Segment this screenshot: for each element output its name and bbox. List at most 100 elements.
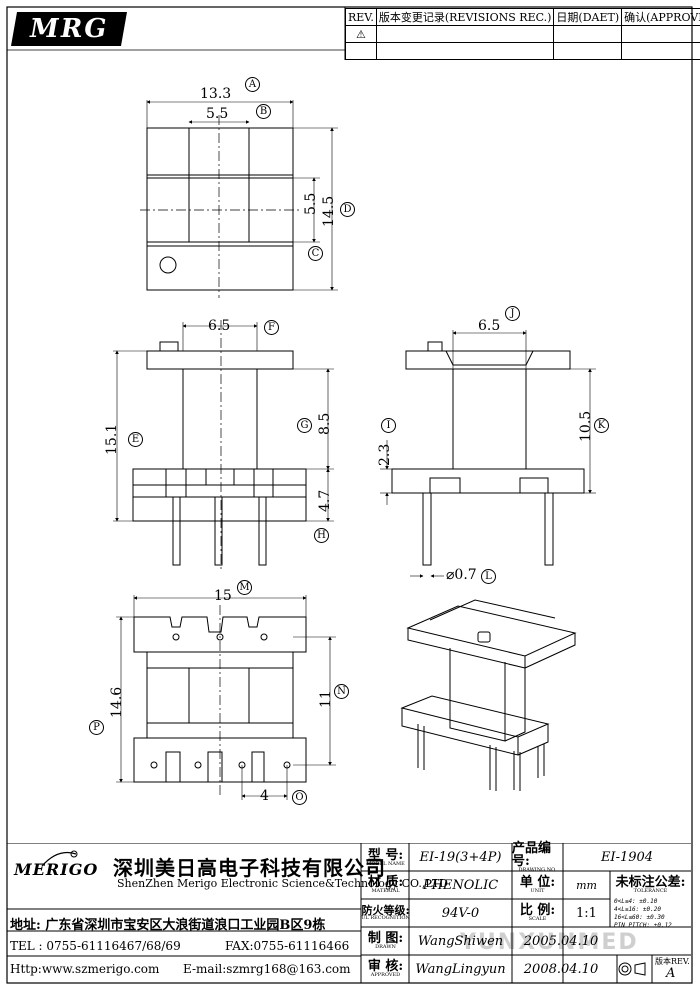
top-view (140, 100, 338, 298)
projection-symbol-icon (618, 962, 646, 976)
dim-10-5: 10.5 (578, 410, 594, 442)
marker-k: K (594, 418, 609, 433)
dim-6-5-front: 6.5 (208, 318, 231, 334)
company-address: 地址: 广东省深圳市宝安区大浪街道浪口工业园B区9栋 (10, 918, 326, 933)
title-block (7, 843, 691, 983)
drawing-sub: DRAWING NO. (518, 867, 557, 873)
model-label: 型 号: (367, 847, 404, 863)
marker-o: O (292, 790, 307, 805)
drawing-label-cell: 产品编号: DRAWING NO. (512, 841, 563, 873)
company-http: Http:www.szmerigo.com (10, 962, 160, 976)
dim-5-5-top: 5.5 (206, 106, 229, 122)
front-view (113, 320, 334, 570)
revision-row (345, 42, 700, 60)
scale-label: 比 例: (519, 903, 556, 918)
unit-label: 单 位: (519, 875, 556, 890)
approved-value: WangLingyun (415, 961, 506, 977)
marker-c: C (308, 246, 323, 261)
bottom-view (116, 595, 336, 800)
scale-value: 1:1 (576, 905, 597, 921)
tolerance-row: 0<L≤4: ±0.10 (614, 898, 658, 905)
marker-d: D (340, 202, 355, 217)
drawn-label: 制 图: (367, 931, 404, 946)
marker-a: A (245, 77, 260, 92)
approved-date: 2008.04.10 (523, 961, 599, 977)
model-sub: MODEL NAME (366, 860, 405, 867)
dim-14-5: 14.5 (321, 195, 337, 227)
model-value: EI-19(3+4P) (419, 850, 502, 865)
marker-h: H (314, 528, 329, 543)
material-label: 材 质: (367, 875, 404, 890)
unit-value: mm (576, 878, 597, 892)
dim-0-7: ⌀0.7 (446, 567, 477, 583)
marker-g: G (297, 418, 312, 433)
ul-label-cell: 防火等级: UL RECOGNITION (361, 899, 410, 927)
drawn-sub: DRAWN (375, 944, 396, 950)
rev-label: 版本REV. (655, 957, 690, 966)
marker-n: N (334, 684, 349, 699)
approved-sub: APPROVED (370, 972, 401, 978)
drawn-date: 2005.04.10 (523, 933, 599, 949)
drawing-value: EI-1904 (600, 850, 654, 865)
marker-j: J (505, 306, 520, 321)
ul-sub: UL RECOGNITION (361, 915, 410, 921)
marker-b: B (256, 104, 271, 119)
dim-6-5-side: 6.5 (478, 318, 501, 334)
model-label-cell: 型 号: MODEL NAME (361, 843, 410, 872)
company-name-cn: 深圳美日高电子科技有限公司 (113, 856, 386, 880)
tolerance-row: 16<L≤60: ±0.30 (614, 914, 665, 921)
drawn-label-cell: 制 图: DRAWN (361, 927, 410, 955)
dim-14-6: 14.6 (109, 686, 125, 718)
rev-value: A (666, 966, 676, 981)
dim-11: 11 (318, 690, 334, 708)
ul-label: 防火等级: (361, 904, 410, 917)
marker-i: I (381, 418, 396, 433)
dim-4-7: 4.7 (317, 489, 333, 512)
dim-8-5: 8.5 (317, 412, 333, 435)
drawn-value: WangShiwen (417, 933, 504, 949)
drawing-label: 产品编号: (512, 841, 552, 869)
approved-label-cell: 审 核: APPROVED (361, 955, 410, 983)
rev-cell (621, 42, 700, 60)
scale-sub: SCALE (528, 916, 547, 922)
dim-5-5-side: 5.5 (303, 192, 319, 215)
marker-f: F (264, 320, 279, 335)
merigo-logo: MERIGO (14, 860, 99, 879)
dim-2-3: 2.3 (377, 443, 393, 466)
revision-table: REV. 版本变更记录(REVISIONS REC.) 日期(DAET) 确认(… (345, 8, 700, 60)
rev-approved-header: 确认(APPROVED) (621, 8, 700, 26)
tolerance-label: 未标注公差: (615, 875, 686, 890)
company-fax: FAX:0755-61116466 (225, 939, 350, 953)
ul-value: 94V-0 (441, 905, 480, 921)
scale-label-cell: 比 例: SCALE (512, 899, 563, 927)
merigo-swoosh-icon (41, 850, 78, 867)
marker-e: E (128, 432, 143, 447)
tolerance-list: 0<L≤4: ±0.10 4<L≤16: ±0.20 16<L≤60: ±0.3… (614, 898, 672, 930)
unit-label-cell: 单 位: UNIT (512, 871, 563, 899)
watermark: YUNXUNMED (460, 930, 639, 955)
tolerance-row: 4<L≤16: ±0.20 (614, 906, 661, 913)
rev-cell (375, 42, 555, 60)
tolerance-sub: TOLERANCE (633, 888, 668, 894)
isometric-view (400, 599, 577, 791)
marker-l: L (481, 569, 496, 584)
approved-label: 审 核: (367, 959, 404, 974)
dim-4: 4 (260, 788, 269, 804)
company-name-en: ShenZhen Merigo Electronic Science&Techn… (117, 877, 448, 890)
material-label-cell: 材 质: MATERIAL (361, 871, 410, 899)
marker-m: M (237, 580, 252, 595)
material-value: PHENOLIC (422, 877, 499, 893)
marker-p: P (89, 720, 104, 735)
dim-15: 15 (214, 588, 232, 604)
dim-13-3: 13.3 (200, 86, 232, 102)
tolerance-row: PIN PITCH: ±0.12 (614, 922, 672, 929)
tolerance-label-cell: 未标注公差: TOLERANCE (610, 871, 691, 899)
material-sub: MATERIAL (371, 888, 400, 894)
company-tel: TEL : 0755-61116467/68/69 (10, 939, 181, 953)
dim-15-1: 15.1 (104, 423, 120, 455)
company-email: E-mail:szmrg168@163.com (183, 962, 351, 976)
rev-record-header: 版本变更记录(REVISIONS REC.) (375, 8, 555, 26)
side-view (380, 330, 596, 578)
